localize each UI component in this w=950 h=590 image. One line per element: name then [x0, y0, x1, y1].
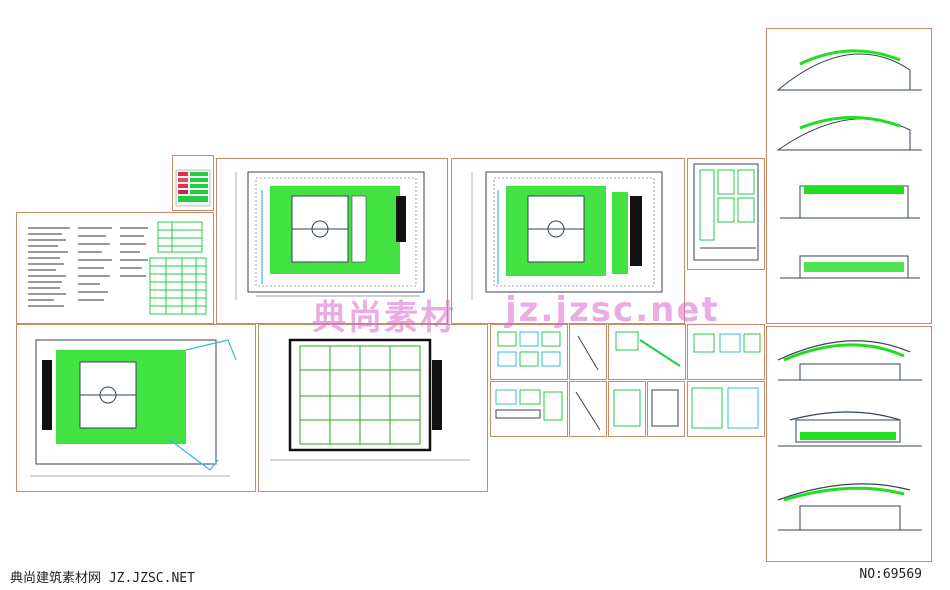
plan-3-drawing	[30, 339, 237, 477]
sheet-details-b[interactable]	[569, 324, 607, 380]
plan-1-drawing	[235, 171, 425, 300]
watermark-url: jz.jzsc.net	[505, 290, 720, 330]
roof-plan-drawing	[270, 338, 470, 461]
footer-site-name: 典尚建筑素材网 JZ.JZSC.NET	[10, 571, 195, 586]
legend-swatches	[175, 169, 211, 207]
elevations-drawing	[776, 49, 922, 279]
sheet-elevations[interactable]	[766, 28, 932, 324]
details-drawing	[495, 331, 761, 431]
sheet-details-f[interactable]	[569, 381, 607, 437]
sheet-design-notes[interactable]	[16, 212, 214, 324]
watermark-cn: 典尚素材	[312, 298, 456, 338]
sheet-sections[interactable]	[766, 326, 932, 562]
schedule-drawing	[693, 163, 759, 261]
sections-drawing	[777, 340, 922, 531]
footer-number: NO:69569	[859, 567, 922, 582]
notes-text-lines	[28, 227, 148, 307]
plan-2-drawing	[471, 171, 663, 300]
notes-tables	[149, 221, 207, 315]
sheet-details-c[interactable]	[608, 324, 686, 380]
